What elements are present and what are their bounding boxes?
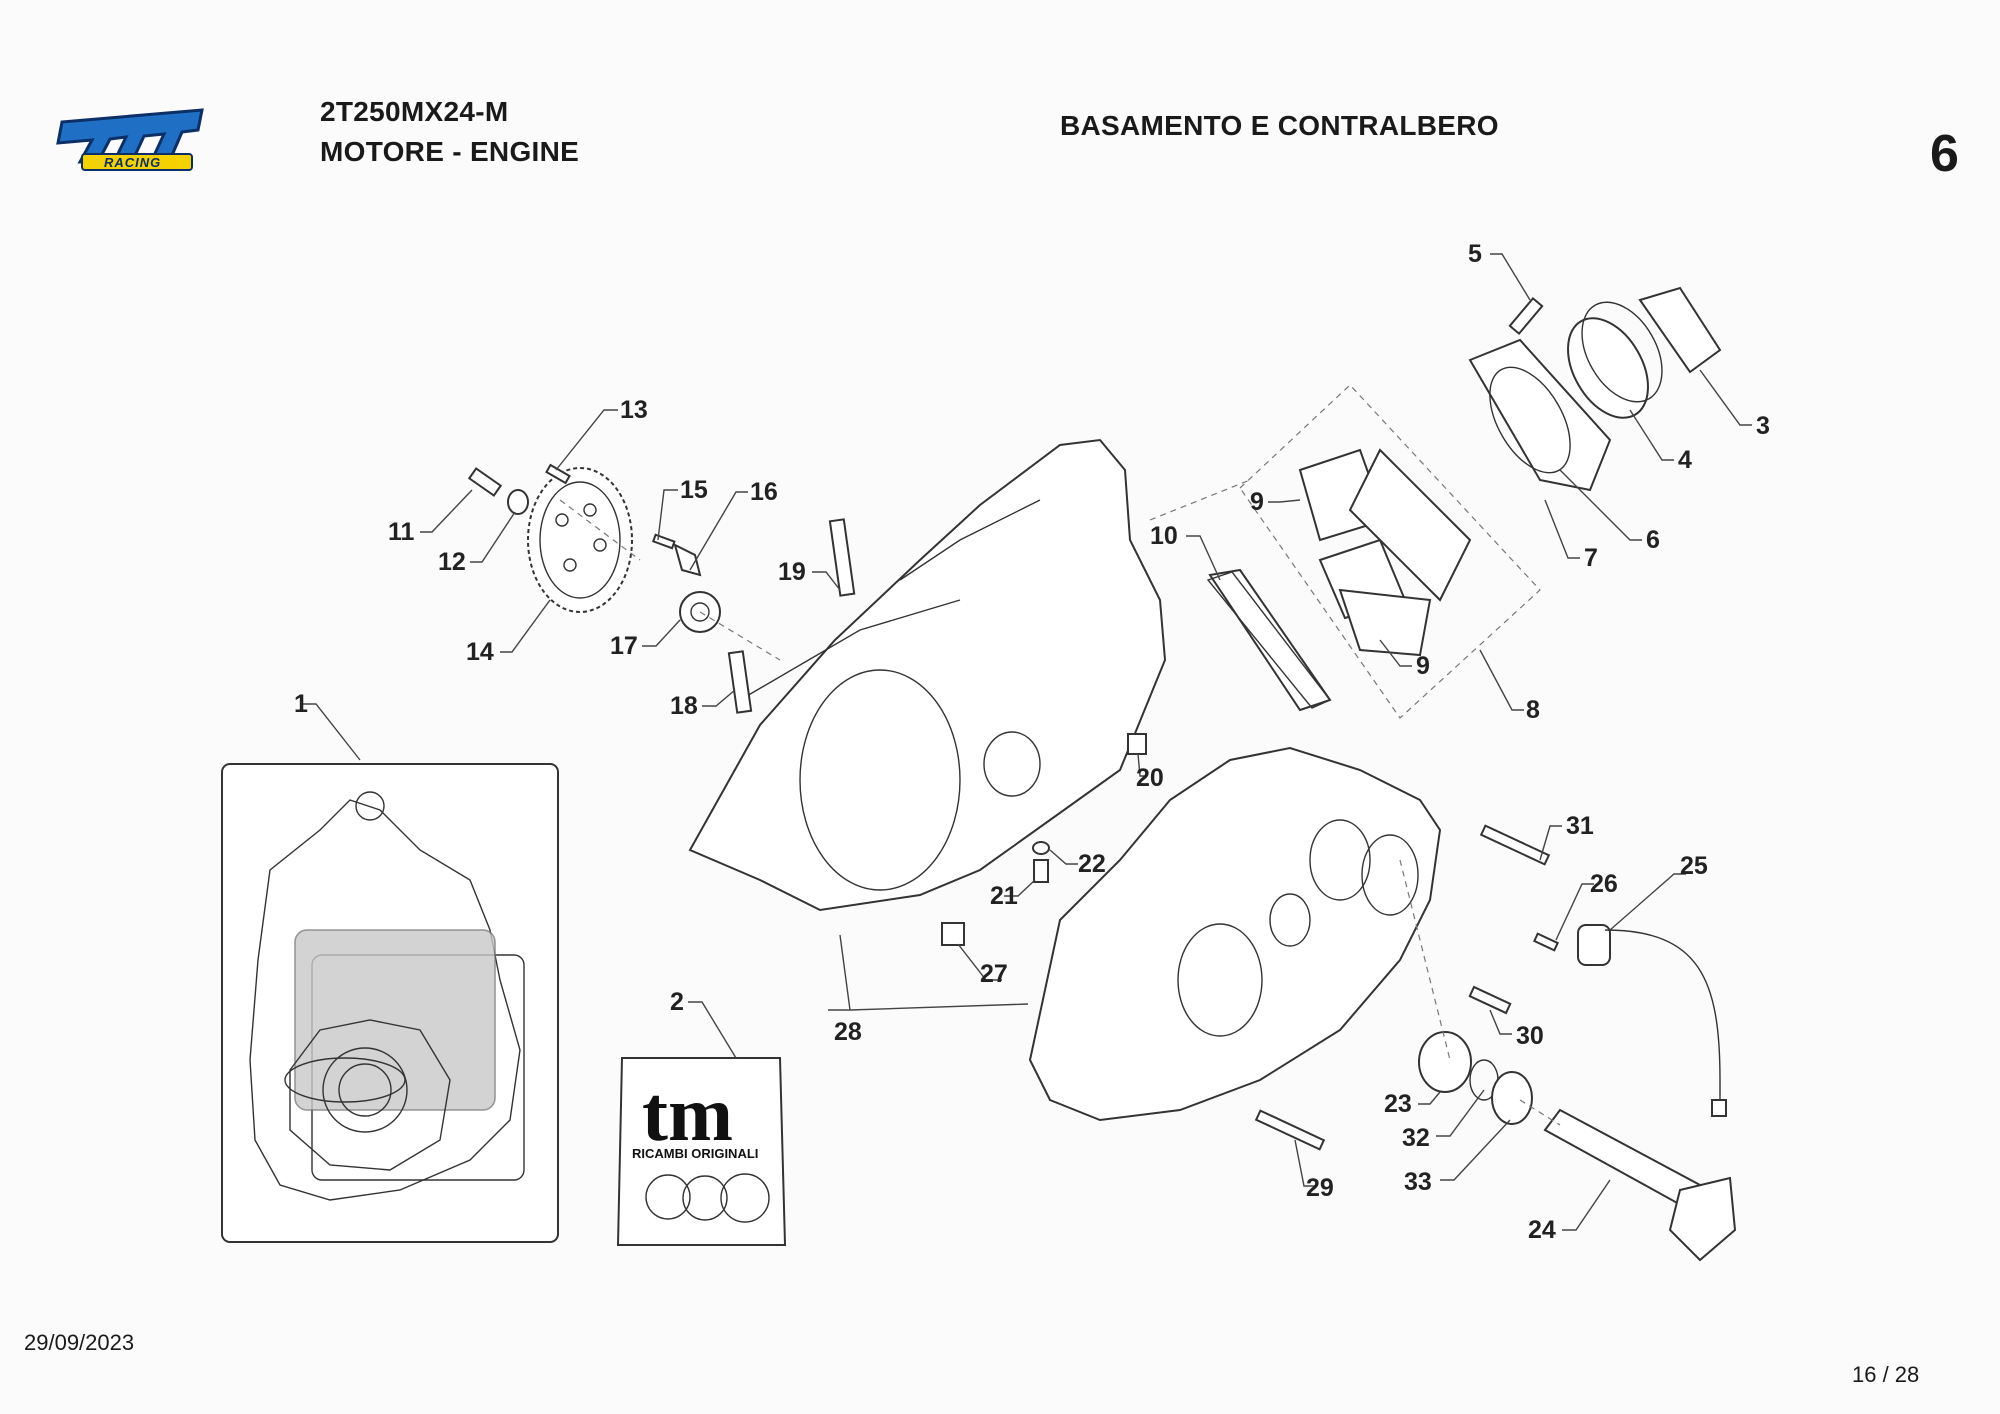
callout-21: 21 xyxy=(990,882,1018,910)
left-crankcase xyxy=(688,438,1167,912)
callout-25: 25 xyxy=(1680,852,1708,880)
callout-13: 13 xyxy=(620,396,648,424)
sensor-and-bolts xyxy=(1254,824,1727,1151)
page-counter: 16 / 28 xyxy=(1852,1362,1920,1387)
callout-19: 19 xyxy=(778,558,806,586)
reed-valve-assembly xyxy=(1208,384,1541,719)
callout-15: 15 xyxy=(680,476,708,504)
studs xyxy=(727,518,856,714)
reed-gasket xyxy=(1206,571,1332,709)
callout-23: 23 xyxy=(1384,1090,1412,1118)
spare-parts-bag-icon: tm RICAMBI ORIGINALI xyxy=(616,1057,787,1246)
section-name: MOTORE - ENGINE xyxy=(320,136,580,167)
callout-16: 16 xyxy=(750,478,778,506)
callout-22: 22 xyxy=(1078,850,1106,878)
balance-gear xyxy=(527,467,633,613)
callout-28: 28 xyxy=(834,1018,862,1046)
callout-31: 31 xyxy=(1566,812,1594,840)
callout-29: 29 xyxy=(1306,1174,1334,1202)
callout-20: 20 xyxy=(1136,764,1164,792)
callout-8: 8 xyxy=(1526,696,1540,724)
right-crankcase xyxy=(1028,746,1442,1122)
callout-12: 12 xyxy=(438,548,466,576)
callout-26: 26 xyxy=(1590,870,1618,898)
print-date: 29/09/2023 xyxy=(24,1330,135,1355)
callout-10: 10 xyxy=(1150,522,1178,550)
callout-7: 7 xyxy=(1584,544,1598,572)
bag-mark: tm xyxy=(642,1070,733,1157)
callout-32: 32 xyxy=(1402,1124,1430,1152)
callout-labels: 1 2 3 4 5 6 7 8 9 9 10 11 12 13 14 15 16… xyxy=(294,240,1770,1244)
callout-4: 4 xyxy=(1678,446,1692,474)
callout-6: 6 xyxy=(1646,526,1660,554)
callout-18: 18 xyxy=(670,692,698,720)
tm-racing-logo: RACING xyxy=(52,100,217,172)
callout-9-lower: 9 xyxy=(1416,652,1430,680)
callout-14: 14 xyxy=(466,638,494,666)
callout-1: 1 xyxy=(294,690,308,718)
logo-subtext: RACING xyxy=(104,155,162,170)
callout-17: 17 xyxy=(610,632,638,660)
callout-24: 24 xyxy=(1528,1216,1556,1244)
table-number: 6 xyxy=(1930,125,1959,183)
model-code: 2T250MX24-M xyxy=(320,96,509,127)
gasket-kit-illustration xyxy=(221,763,559,1243)
intake-parts xyxy=(1468,286,1722,492)
callout-11: 11 xyxy=(388,518,415,546)
callout-5: 5 xyxy=(1468,240,1482,268)
callout-2: 2 xyxy=(670,988,684,1016)
callout-9-upper: 9 xyxy=(1250,488,1264,516)
leader-lines xyxy=(302,253,1752,1231)
callout-27: 27 xyxy=(980,960,1008,988)
balance-shaft-parts xyxy=(1418,1031,1737,1262)
callout-30: 30 xyxy=(1516,1022,1544,1050)
callout-33: 33 xyxy=(1404,1168,1432,1196)
bag-caption: RICAMBI ORIGINALI xyxy=(632,1146,758,1161)
callout-3: 3 xyxy=(1756,412,1770,440)
page-title: BASAMENTO E CONTRALBERO xyxy=(1060,110,1499,141)
